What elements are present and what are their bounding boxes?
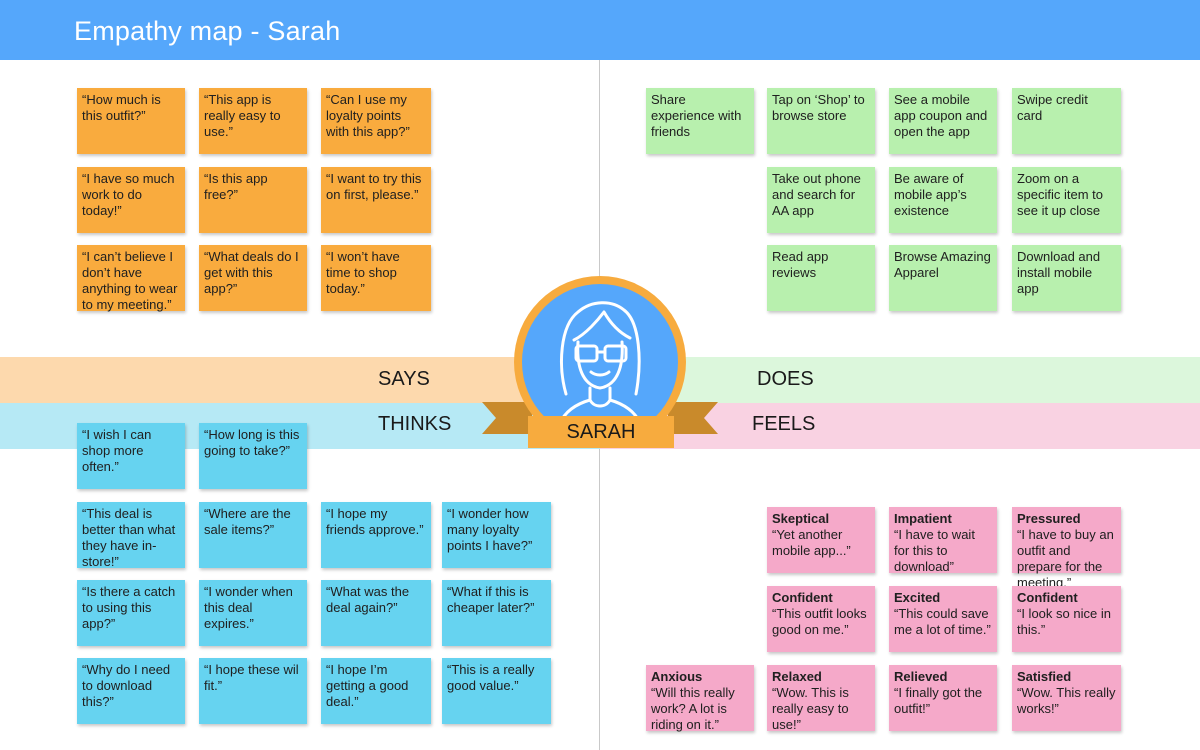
thinks-note: “I wonder how many loyalty points I have… [442, 502, 551, 568]
does-label: DOES [757, 368, 814, 390]
feels-note: Satisfied “Wow. This really works!” [1012, 665, 1121, 731]
says-note: “I have so much work to do today!” [77, 167, 185, 233]
does-note: See a mobile app coupon and open the app [889, 88, 997, 154]
woman-with-glasses-icon [514, 276, 686, 448]
ribbon-tails [482, 402, 718, 434]
says-label: SAYS [378, 368, 430, 390]
does-note: Read app reviews [767, 245, 875, 311]
feels-note: Impatient “I have to wait for this to do… [889, 507, 997, 574]
says-note: “I won’t have time to shop today.” [321, 245, 431, 311]
says-note: “I can’t believe I don’t have anything t… [77, 245, 185, 312]
does-note: Take out phone and search for AA app [767, 167, 875, 233]
says-note: “I want to try this on first, please.” [321, 167, 431, 233]
says-note: “Can I use my loyalty points with this a… [321, 88, 431, 154]
thinks-note: “What if this is cheaper later?” [442, 580, 551, 646]
feels-note-title: Anxious [651, 669, 703, 684]
feels-note: Relieved “I finally got the outfit!” [889, 665, 997, 731]
does-note: Be aware of mobile app’s existence [889, 167, 997, 233]
does-note: Download and install mobile app [1012, 245, 1121, 311]
thinks-note: “Where are the sale items?” [199, 502, 307, 568]
feels-note: Skeptical “Yet another mobile app...” [767, 507, 875, 573]
does-note: Swipe credit card [1012, 88, 1121, 154]
says-note: “What deals do I get with this app?” [199, 245, 307, 311]
thinks-note: “I hope my friends approve.” [321, 502, 431, 568]
feels-note-title: Excited [894, 590, 941, 605]
thinks-note: “I hope these wil fit.” [199, 658, 307, 724]
says-note: “This app is really easy to use.” [199, 88, 307, 154]
feels-note-title: Pressured [1017, 511, 1081, 526]
does-note: Zoom on a specific item to see it up clo… [1012, 167, 1121, 233]
persona-name-ribbon: SARAH [528, 416, 674, 448]
feels-note: Confident “This outfit looks good on me.… [767, 586, 875, 652]
feels-note-text: “Wow. This is really easy to use!” [772, 685, 849, 732]
feels-note: Excited “This could save me a lot of tim… [889, 586, 997, 652]
feels-note-text: “I have to buy an outfit and prepare for… [1017, 527, 1114, 590]
feels-note-text: “Will this really work? A lot is riding … [651, 685, 735, 732]
feels-note-text: “I look so nice in this.” [1017, 606, 1111, 637]
page-title: Empathy map - Sarah [74, 16, 341, 46]
feels-note: Anxious “Will this really work? A lot is… [646, 665, 754, 732]
feels-note-title: Relaxed [772, 669, 822, 684]
thinks-note: “What was the deal again?” [321, 580, 431, 646]
does-band [600, 357, 1200, 403]
says-note: “How much is this outfit?” [77, 88, 185, 154]
feels-note: Pressured “I have to buy an outfit and p… [1012, 507, 1121, 590]
thinks-note: “I wonder when this deal expires.” [199, 580, 307, 646]
feels-note-text: “This could save me a lot of time.” [894, 606, 991, 637]
says-band [0, 357, 600, 403]
says-note: “Is this app free?” [199, 167, 307, 233]
feels-note-title: Confident [772, 590, 833, 605]
does-note: Share experience with friends [646, 88, 754, 154]
persona-avatar [514, 276, 686, 448]
thinks-note: “Why do I need to download this?” [77, 658, 185, 724]
does-note: Tap on ‘Shop’ to browse store [767, 88, 875, 154]
feels-note: Relaxed “Wow. This is really easy to use… [767, 665, 875, 732]
thinks-note: “I hope I’m getting a good deal.” [321, 658, 431, 724]
feels-note-text: “Wow. This really works!” [1017, 685, 1116, 716]
feels-note: Confident “I look so nice in this.” [1012, 586, 1121, 652]
feels-note-text: “This outfit looks good on me.” [772, 606, 867, 637]
feels-note-text: “I finally got the outfit!” [894, 685, 983, 716]
thinks-label: THINKS [378, 413, 452, 435]
feels-note-title: Confident [1017, 590, 1078, 605]
thinks-note: “I wish I can shop more often.” [77, 423, 185, 489]
feels-note-title: Relieved [894, 669, 948, 684]
header-bar: Empathy map - Sarah [0, 0, 1200, 60]
thinks-note: “This is a really good value.” [442, 658, 551, 724]
does-note: Browse Amazing Apparel [889, 245, 997, 311]
feels-note-title: Satisfied [1017, 669, 1072, 684]
thinks-note: “Is there a catch to using this app?” [77, 580, 185, 646]
thinks-note: “How long is this going to take?” [199, 423, 307, 489]
feels-note-text: “I have to wait for this to download” [894, 527, 975, 574]
feels-note-title: Skeptical [772, 511, 830, 526]
feels-note-text: “Yet another mobile app...” [772, 527, 851, 558]
feels-note-title: Impatient [894, 511, 952, 526]
thinks-note: “This deal is better than what they have… [77, 502, 185, 569]
feels-label: FEELS [752, 413, 816, 435]
